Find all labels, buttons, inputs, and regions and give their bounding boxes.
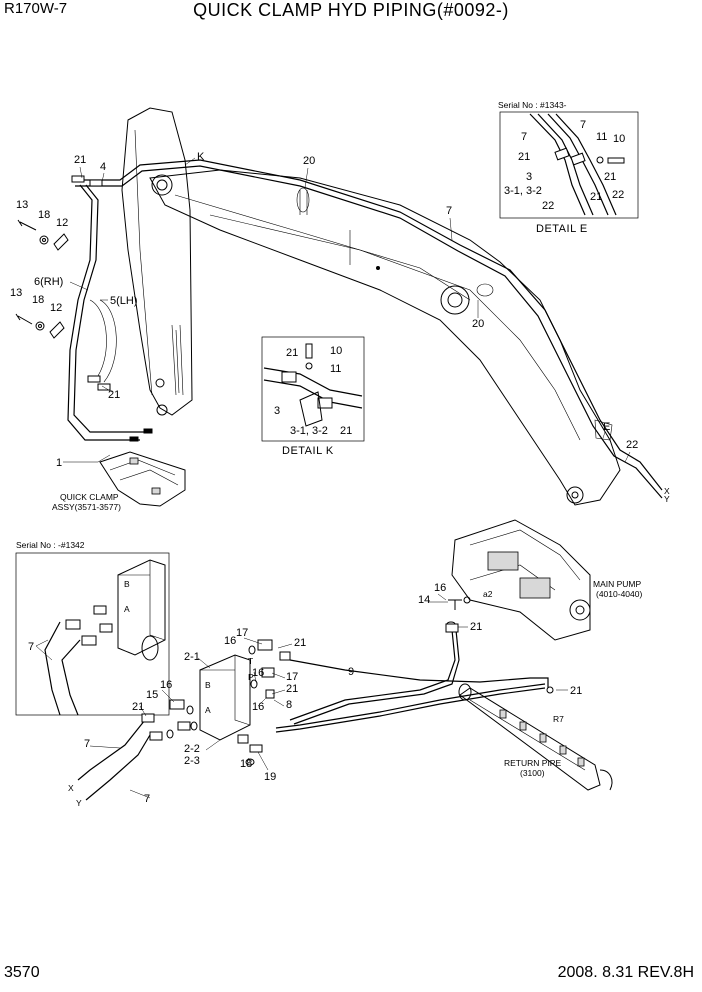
callout-2-2: 2-2 [184, 743, 200, 755]
valve-port-b: B [205, 680, 211, 690]
callout-16d: 16 [252, 701, 264, 713]
detail-k-21a: 21 [286, 347, 298, 359]
detail-k-3-1: 3-1, 3-2 [290, 425, 328, 437]
callout-2-3: 2-3 [184, 755, 200, 767]
callout-2-1: 2-1 [184, 651, 200, 663]
detail-e-serial: Serial No : #1343- [498, 100, 567, 110]
callout-6rh: 6(RH) [34, 276, 63, 288]
page-title: QUICK CLAMP HYD PIPING(#0092-) [193, 0, 509, 20]
detail-k-11: 11 [330, 363, 341, 375]
callout-21c: 21 [286, 683, 298, 695]
lower-callouts: 16 14 21 9 21 21 2-1 17 16 16 17 21 16 8… [68, 582, 582, 808]
serial-box-port-b: B [124, 579, 130, 589]
boom-callouts: 21 4 20 7 20 E 22 X Y K [74, 151, 670, 504]
left-fasteners: 13 18 12 6(RH) 5(LH) 13 18 12 21 1 [10, 199, 138, 469]
callout-18: 18 [240, 758, 252, 770]
main-pump: MAIN PUMP (4010-4040) a2 [451, 519, 642, 641]
return-pipe-label-1: RETURN PIPE [504, 758, 561, 768]
detail-k-10: 10 [330, 345, 342, 357]
callout-5lh: 5(LH) [110, 295, 138, 307]
serial-box: Serial No : -#1342 B A 7 [15, 540, 170, 716]
callout-19: 19 [264, 771, 276, 783]
callout-21b: 21 [570, 685, 582, 697]
callout-17a: 17 [236, 627, 248, 639]
callout-20b: 20 [472, 318, 484, 330]
callout-13: 13 [16, 199, 28, 211]
line-y-label: Y [664, 494, 670, 504]
main-pump-label-2: (4010-4040) [596, 589, 642, 599]
callout-13b: 13 [10, 287, 22, 299]
serial-box-port-a: A [124, 604, 130, 614]
date-revision: 2008. 8.31 REV.8H [557, 964, 694, 981]
return-pipe-label-2: (3100) [520, 768, 545, 778]
callout-22: 22 [626, 439, 638, 451]
line-x-label: X [664, 486, 670, 496]
callout-14: 14 [418, 594, 430, 606]
pipe-9 [275, 659, 554, 733]
return-pipe-port-r7: R7 [553, 714, 564, 724]
callout-15: 15 [146, 689, 158, 701]
valve-port-a: A [205, 705, 211, 715]
detail-e-21b: 21 [604, 171, 616, 183]
boom-drawing [67, 107, 663, 506]
callout-18b: 18 [32, 294, 44, 306]
callout-12b: 12 [50, 302, 62, 314]
callout-9: 9 [348, 666, 354, 678]
detail-e-caption: DETAIL E [536, 223, 588, 235]
serial-box-serial: Serial No : -#1342 [16, 540, 85, 550]
valve-port-t: T [248, 656, 253, 666]
callout-16e: 16 [160, 679, 172, 691]
callout-16a: 16 [434, 582, 446, 594]
detail-e-11: 11 [596, 131, 607, 143]
callout-17b: 17 [286, 671, 298, 683]
callout-21c: 21 [108, 389, 120, 401]
detail-k-3: 3 [274, 405, 280, 417]
detail-e-21a: 21 [518, 151, 530, 163]
detail-k: 21 10 11 3 3-1, 3-2 21 DETAIL K [261, 336, 365, 457]
callout-16b: 16 [224, 635, 236, 647]
page-number: 3570 [4, 964, 40, 981]
detail-e-10: 10 [613, 133, 625, 145]
quick-clamp-label-1: QUICK CLAMP [60, 492, 119, 502]
detail-e-3-1: 3-1, 3-2 [504, 185, 542, 197]
quick-clamp-label-2: ASSY(3571-3577) [52, 502, 121, 512]
serial-box-7: 7 [28, 641, 34, 653]
lower-line-y: Y [76, 798, 82, 808]
main-pump-label-1: MAIN PUMP [593, 579, 642, 589]
callout-20: 20 [303, 155, 315, 167]
lower-line-x: X [68, 783, 74, 793]
callout-21-valve: 21 [294, 637, 306, 649]
callout-4: 4 [100, 161, 106, 173]
detail-e-3: 3 [526, 171, 532, 183]
detail-e-7a: 7 [521, 131, 527, 143]
callout-1: 1 [56, 457, 62, 469]
callout-8: 8 [286, 699, 292, 711]
callout-7a: 7 [84, 738, 90, 750]
detail-e-22b: 22 [612, 189, 624, 201]
detail-e-21c: 21 [590, 191, 602, 203]
main-pump-port-a2: a2 [483, 589, 493, 599]
detail-k-caption: DETAIL K [282, 445, 334, 457]
detail-k-21b: 21 [340, 425, 352, 437]
callout-21a: 21 [470, 621, 482, 633]
callout-16c: 16 [252, 667, 264, 679]
callout-7: 7 [446, 205, 452, 217]
quick-clamp-drawing: QUICK CLAMP ASSY(3571-3577) [52, 451, 186, 512]
quick-clamp-valve: B A T P [77, 639, 291, 801]
pump-line [289, 596, 471, 725]
callout-21: 21 [74, 154, 86, 166]
detail-e: Serial No : #1343- 7 7 11 10 21 21 3 21 … [498, 100, 639, 235]
callout-7b: 7 [144, 793, 150, 805]
detail-e-7b: 7 [580, 119, 586, 131]
callout-21d: 21 [132, 701, 144, 713]
valve-port-p: P [248, 672, 254, 682]
model-code: R170W-7 [4, 0, 68, 17]
detail-e-22a: 22 [542, 200, 554, 212]
callout-E: E [603, 421, 610, 433]
callout-18: 18 [38, 209, 50, 221]
callout-K: K [197, 151, 205, 163]
callout-12: 12 [56, 217, 68, 229]
return-pipe: RETURN PIPE (3100) R7 [458, 683, 613, 791]
